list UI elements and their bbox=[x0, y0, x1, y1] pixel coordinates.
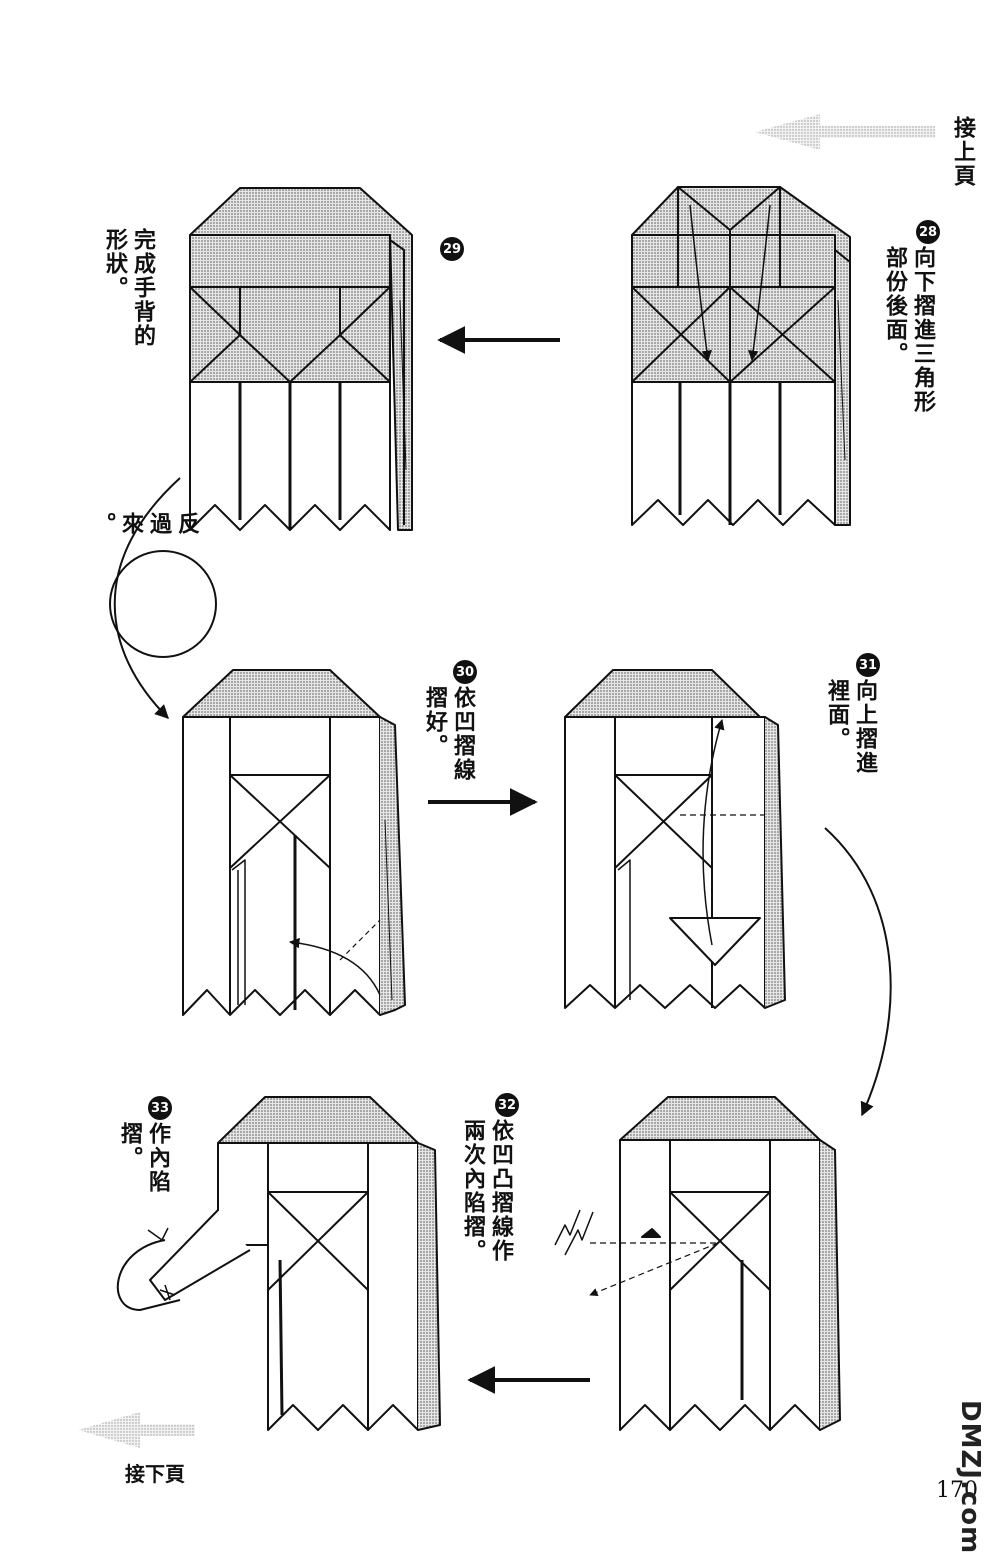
diagram-step-33 bbox=[116, 1096, 441, 1431]
step-number-30: 30 bbox=[453, 660, 477, 684]
diagram-step-31 bbox=[564, 669, 786, 1009]
diagram-step-29 bbox=[189, 187, 413, 531]
step-31-text: 向上摺進 裡面。 bbox=[824, 679, 877, 775]
step-28-text: 向下摺進三角形 部份後面。 bbox=[882, 246, 935, 414]
step-number-28: 28 bbox=[916, 220, 940, 244]
step-33-text: 作內陷 摺。 bbox=[117, 1122, 170, 1194]
prev-page-label: 接上頁 bbox=[950, 116, 975, 188]
flip-over-label: 反 過 來 。 bbox=[90, 512, 199, 536]
diagram-step-30 bbox=[182, 669, 406, 1016]
step-32-text: 依凹凸摺線作 兩次內陷摺。 bbox=[460, 1119, 513, 1263]
step-number-32: 32 bbox=[495, 1093, 519, 1117]
step-29-text: 完成手背的 形狀。 bbox=[102, 228, 155, 348]
diagram-step-32 bbox=[554, 1096, 841, 1431]
step-number-33: 33 bbox=[148, 1096, 172, 1120]
diagram-step-28 bbox=[631, 186, 851, 526]
watermark-logo: DMZJ.com bbox=[955, 1400, 985, 1555]
step-number-29: 29 bbox=[440, 237, 464, 261]
step-number-31: 31 bbox=[856, 653, 880, 677]
next-page-label: 接下頁 bbox=[125, 1462, 185, 1486]
page-number: 170 bbox=[936, 1478, 978, 1503]
step-30-text: 依凹摺線 摺好。 bbox=[422, 686, 475, 782]
